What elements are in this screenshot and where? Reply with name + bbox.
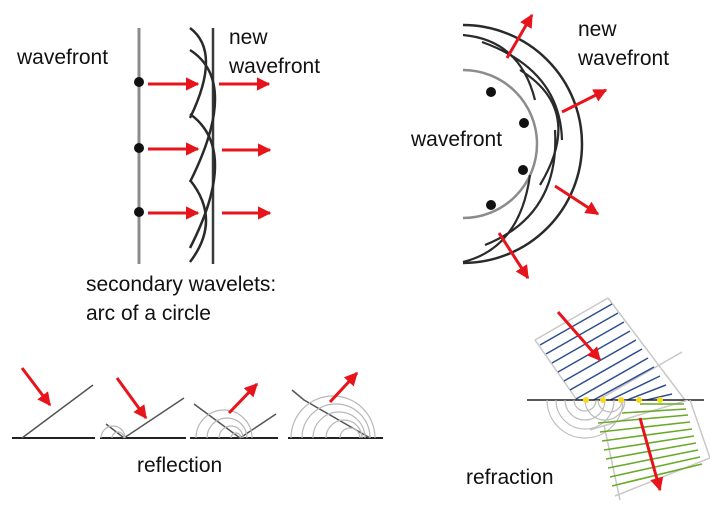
source-points [134,77,144,217]
reflection-step-3 [190,382,278,439]
new-wavefront-label-right-line2: wavefront [578,47,670,70]
black-dot-icon [134,207,144,217]
secondary-wavelets-label-line1: secondary wavelets: [86,273,277,296]
new-wavefront-label-right-line1: new [578,18,617,41]
spherical-wavefront-panel [462,13,608,280]
huygens-points [583,397,663,403]
black-dot-icon [134,143,144,153]
reflection-step-2 [100,377,186,439]
wavelet-arcs [290,395,376,439]
red-arrow-icon [20,367,52,407]
red-arrow-icon [505,13,534,59]
wavefront-arc [462,68,539,220]
reflection-step-4 [288,371,383,439]
black-dot-icon [518,165,528,175]
refracted-wavefronts [597,403,703,487]
black-dot-icon [519,118,529,128]
red-arrow-icon [556,311,602,362]
reflection-step-1 [12,367,95,439]
propagation-arrows [148,77,272,220]
incident-wavefronts [539,303,673,400]
black-dot-icon [486,87,496,97]
black-dot-icon [134,77,144,87]
secondary-wavelets-label-line2: arc of a circle [86,302,211,325]
red-arrow-icon [115,377,148,420]
incident-wave-bands [534,297,686,400]
red-arrow-icon [561,88,608,114]
wavefront-label-right: wavefront [411,128,503,151]
refraction-label: refraction [466,466,554,489]
reflection-panel [12,367,383,439]
plane-wavefront-panel [134,27,272,264]
refraction-wavelet-arcs [546,400,626,439]
wavelet-arcs [100,425,126,439]
red-arrow-icon [328,371,359,404]
secondary-wavelets [188,27,217,263]
propagation-arrows [497,13,608,280]
red-arrow-icon [227,382,259,415]
wavelet-arcs [195,409,253,439]
wavefront-label-left: wavefront [17,46,109,69]
black-dot-icon [486,200,496,210]
reflection-label: reflection [137,454,223,477]
red-arrow-icon [554,184,600,216]
source-points [486,87,529,210]
new-wavefront-label-left-line2: wavefront [229,55,321,78]
red-arrow-icon [638,417,664,492]
red-arrow-icon [497,232,530,280]
refraction-panel [527,297,710,501]
new-wavefront-label-left-line1: new [229,26,268,49]
